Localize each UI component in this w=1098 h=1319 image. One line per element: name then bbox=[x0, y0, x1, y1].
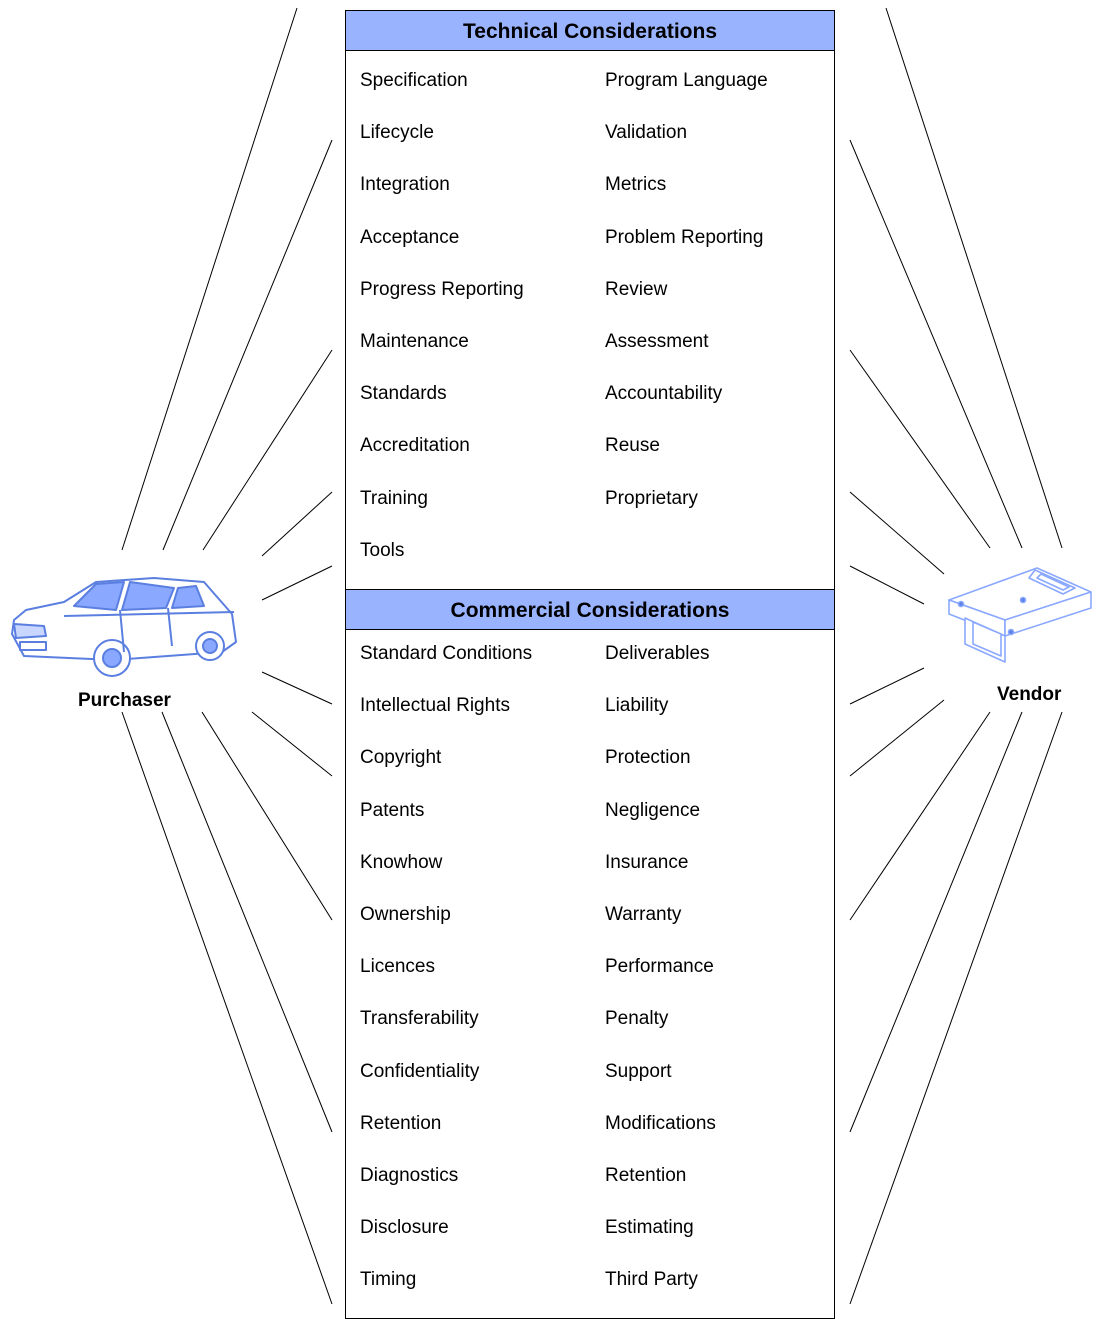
connector-line bbox=[849, 711, 1063, 1304]
car-icon bbox=[11, 577, 237, 677]
commercial-item: Deliverables bbox=[605, 643, 710, 664]
technical-item: Review bbox=[605, 278, 668, 300]
technical-item: Standards bbox=[360, 383, 447, 405]
commercial-item: Ownership bbox=[360, 904, 451, 925]
purchaser-label: Purchaser bbox=[78, 690, 171, 711]
commercial-item: Copyright bbox=[360, 747, 442, 769]
technical-item: Accreditation bbox=[360, 435, 470, 457]
technical-item: Metrics bbox=[605, 174, 667, 196]
technical-item: Tools bbox=[360, 539, 405, 561]
commercial-item: Intellectual Rights bbox=[360, 695, 510, 717]
commercial-item: Modifications bbox=[605, 1112, 716, 1134]
connector-line bbox=[849, 565, 925, 605]
connector-line bbox=[201, 711, 333, 921]
technical-item: Specification bbox=[360, 70, 468, 91]
technical-item: Reuse bbox=[605, 435, 660, 457]
commercial-item: Warranty bbox=[605, 904, 682, 925]
connector-line bbox=[121, 7, 298, 551]
technical-item: Validation bbox=[605, 122, 688, 144]
commercial-item: Standard Conditions bbox=[360, 643, 533, 664]
commercial-item: Licences bbox=[360, 956, 435, 978]
connector-line bbox=[161, 711, 333, 1133]
connector-line bbox=[261, 565, 333, 601]
technical-item: Problem Reporting bbox=[605, 226, 764, 248]
electronic-box-icon bbox=[948, 567, 1092, 663]
commercial-item: Liability bbox=[605, 695, 669, 717]
vendor-label: Vendor bbox=[997, 684, 1062, 705]
connector-line bbox=[251, 711, 333, 777]
commercial-item: Timing bbox=[360, 1269, 417, 1291]
connector-line bbox=[849, 667, 925, 705]
connector-line bbox=[202, 349, 333, 551]
connector-line bbox=[885, 7, 1063, 549]
technical-item: Maintenance bbox=[360, 331, 469, 352]
technical-item: Accountability bbox=[605, 383, 723, 405]
technical-item: Progress Reporting bbox=[360, 278, 524, 300]
commercial-item: Confidentiality bbox=[360, 1060, 480, 1082]
commercial-item: Patents bbox=[360, 799, 425, 821]
commercial-item: Diagnostics bbox=[360, 1165, 459, 1186]
connector-line bbox=[261, 491, 333, 557]
commercial-item: Support bbox=[605, 1060, 672, 1082]
connector-line bbox=[849, 349, 991, 549]
commercial-item: Penalty bbox=[605, 1008, 669, 1030]
commercial-item: Estimating bbox=[605, 1217, 694, 1239]
commercial-item: Retention bbox=[360, 1112, 442, 1134]
commercial-item: Disclosure bbox=[360, 1217, 449, 1239]
commercial-item: Retention bbox=[605, 1165, 687, 1186]
commercial-considerations-title: Commercial Considerations bbox=[346, 590, 834, 630]
commercial-considerations-panel: Commercial Considerations Standard Condi… bbox=[345, 589, 835, 1319]
commercial-item: Performance bbox=[605, 956, 714, 978]
commercial-item: Insurance bbox=[605, 851, 689, 873]
connector-line bbox=[849, 491, 945, 575]
connector-line bbox=[261, 671, 333, 705]
technical-item: Lifecycle bbox=[360, 122, 434, 144]
connector-line bbox=[849, 711, 991, 921]
commercial-item: Knowhow bbox=[360, 851, 443, 873]
connector-line bbox=[121, 711, 333, 1304]
commercial-item: Third Party bbox=[605, 1269, 698, 1291]
connector-line bbox=[849, 699, 945, 777]
connector-line bbox=[849, 139, 1023, 549]
technical-considerations-title: Technical Considerations bbox=[346, 11, 834, 51]
technical-item: Assessment bbox=[605, 331, 709, 352]
technical-item: Program Language bbox=[605, 70, 768, 91]
technical-item: Acceptance bbox=[360, 226, 460, 248]
connector-line bbox=[849, 711, 1023, 1133]
commercial-item: Protection bbox=[605, 747, 691, 769]
technical-item: Training bbox=[360, 487, 428, 509]
technical-item: Integration bbox=[360, 174, 450, 196]
commercial-item: Transferability bbox=[360, 1008, 479, 1030]
connector-line bbox=[162, 139, 333, 551]
commercial-item: Negligence bbox=[605, 799, 701, 821]
technical-item: Proprietary bbox=[605, 487, 698, 509]
